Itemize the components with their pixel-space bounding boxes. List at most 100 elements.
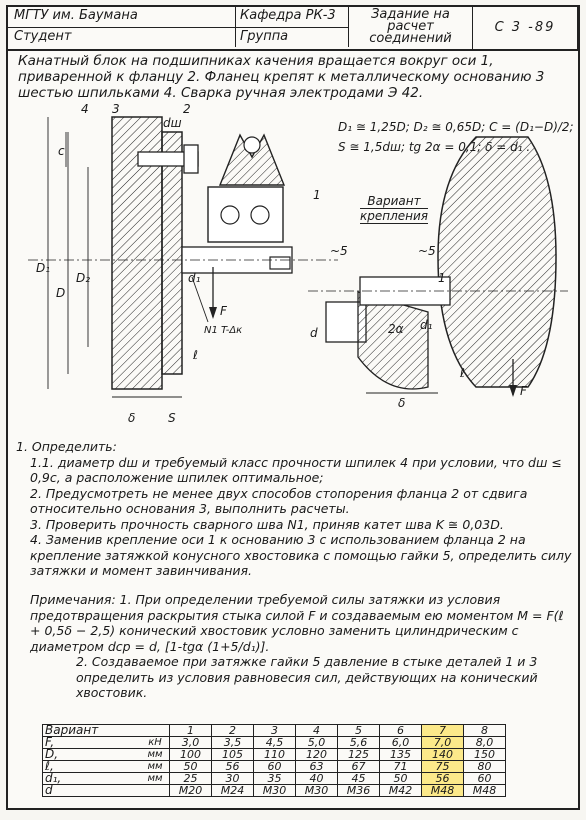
table-cell: 120 bbox=[295, 748, 338, 761]
label-part-3: 3 bbox=[112, 102, 120, 116]
label-D2: D₂ bbox=[76, 271, 90, 285]
table-cell: 45 bbox=[337, 772, 380, 785]
label-alpha: 2α bbox=[388, 322, 404, 336]
label-delta: δ bbox=[128, 411, 135, 425]
department-cell: Кафедра РК-3 bbox=[236, 7, 349, 27]
table-cell: М36 bbox=[337, 784, 380, 797]
weld-leader bbox=[191, 276, 209, 323]
table-row-unit: мм bbox=[141, 748, 170, 761]
table-header-cell: 5 bbox=[337, 724, 380, 737]
table-cell: М24 bbox=[211, 784, 254, 797]
table-cell: 8,0 bbox=[463, 736, 506, 749]
label-size-5b: ~5 bbox=[418, 244, 436, 258]
table-cell: М42 bbox=[379, 784, 422, 797]
table-row-unit bbox=[141, 784, 170, 797]
table-cell: 105 bbox=[211, 748, 254, 761]
table-cell: 50 bbox=[379, 772, 422, 785]
table-cell: 3,0 bbox=[169, 736, 212, 749]
table-cell: 60 bbox=[463, 772, 506, 785]
task-title-cell: Задание на расчет соединений bbox=[349, 7, 473, 49]
table-header-cell: 3 bbox=[253, 724, 296, 737]
table-cell: 40 bbox=[295, 772, 338, 785]
label-size-5a: ~5 bbox=[330, 244, 348, 258]
student-cell: Студент bbox=[8, 27, 236, 47]
label-s: S bbox=[168, 411, 176, 425]
table-header-cell: 4 bbox=[295, 724, 338, 737]
table-cell: М48 bbox=[421, 784, 464, 797]
label-force: F bbox=[220, 304, 228, 318]
label-weld: N1 T-Δк bbox=[204, 325, 242, 336]
label-part-1b: 1 bbox=[438, 271, 446, 285]
table-cell: 67 bbox=[337, 760, 380, 773]
label-part-1: 1 bbox=[313, 188, 321, 202]
table-row-label: d bbox=[42, 784, 141, 797]
label-D: D bbox=[56, 286, 65, 300]
table-cell: 5,6 bbox=[337, 736, 380, 749]
dimension-lines bbox=[47, 117, 182, 398]
label-force-right: F bbox=[520, 384, 528, 398]
table-cell: 56 bbox=[421, 772, 464, 785]
label-part-4: 4 bbox=[81, 102, 89, 116]
table-header-cell: 8 bbox=[463, 724, 506, 737]
table-cell: 50 bbox=[169, 760, 212, 773]
label-d: d bbox=[310, 326, 318, 340]
label-D1: D₁ bbox=[36, 261, 50, 275]
table-row-unit: кН bbox=[141, 736, 170, 749]
table-cell: 63 bbox=[295, 760, 338, 773]
table-cell: 150 bbox=[463, 748, 506, 761]
axle bbox=[28, 246, 338, 274]
table-cell: 35 bbox=[253, 772, 296, 785]
table-header-cell: 2 bbox=[211, 724, 254, 737]
table-row-label: d₁, bbox=[42, 772, 141, 785]
table-cell: 7,0 bbox=[421, 736, 464, 749]
notes-section: Примечания: 1. При определении требуемой… bbox=[30, 592, 564, 700]
label-part-2: 2 bbox=[183, 102, 191, 116]
table-cell: 100 bbox=[169, 748, 212, 761]
assignment-code: С 3 -89 bbox=[473, 7, 578, 49]
table-header-cell: 1 bbox=[169, 724, 212, 737]
table-cell: 60 bbox=[253, 760, 296, 773]
label-stud-diameter: dш bbox=[163, 116, 182, 130]
table-cell: М48 bbox=[463, 784, 506, 797]
group-cell: Группа bbox=[236, 27, 349, 47]
table-header-label: Вариант bbox=[42, 724, 170, 737]
table-cell: 140 bbox=[421, 748, 464, 761]
table-row-label: D, bbox=[42, 748, 141, 761]
table-cell: 80 bbox=[463, 760, 506, 773]
university-cell: МГТУ им. Баумана bbox=[8, 7, 236, 27]
label-delta-right: δ bbox=[398, 396, 405, 410]
header-divider bbox=[8, 27, 348, 28]
label-c: c bbox=[58, 144, 65, 158]
table-cell: 75 bbox=[421, 760, 464, 773]
table-cell: 3,5 bbox=[211, 736, 254, 749]
table-cell: 125 bbox=[337, 748, 380, 761]
bearing-housing bbox=[207, 133, 286, 243]
tasks-section: 1. Определить: 1.1. диаметр dш и требуем… bbox=[16, 439, 572, 578]
table-cell: 6,0 bbox=[379, 736, 422, 749]
table-header-cell: 6 bbox=[379, 724, 422, 737]
table-cell: 30 bbox=[211, 772, 254, 785]
table-row-unit: мм bbox=[141, 760, 170, 773]
assignment-sheet: МГТУ им. Баумана Студент Кафедра РК-3 Гр… bbox=[6, 5, 580, 810]
label-d1: d₁ bbox=[188, 271, 201, 285]
table-cell: М30 bbox=[253, 784, 296, 797]
table-cell: 135 bbox=[379, 748, 422, 761]
stud bbox=[137, 144, 199, 174]
table-cell: 56 bbox=[211, 760, 254, 773]
label-d1-right: d₁ bbox=[420, 318, 433, 332]
table-cell: М30 bbox=[295, 784, 338, 797]
table-cell: 5,0 bbox=[295, 736, 338, 749]
table-cell: 110 bbox=[253, 748, 296, 761]
technical-drawing: 4 3 2 1 1 dш c D₁ D D₂ d₁ F F ℓ ℓ δ δ S … bbox=[28, 102, 568, 425]
intro-text: Канатный блок на подшипниках качения вра… bbox=[18, 53, 545, 101]
table-cell: 25 bbox=[169, 772, 212, 785]
header-table: МГТУ им. Баумана Студент Кафедра РК-3 Гр… bbox=[8, 7, 578, 51]
variant-label: Вариант крепления bbox=[360, 194, 429, 224]
table-cell: 4,5 bbox=[253, 736, 296, 749]
